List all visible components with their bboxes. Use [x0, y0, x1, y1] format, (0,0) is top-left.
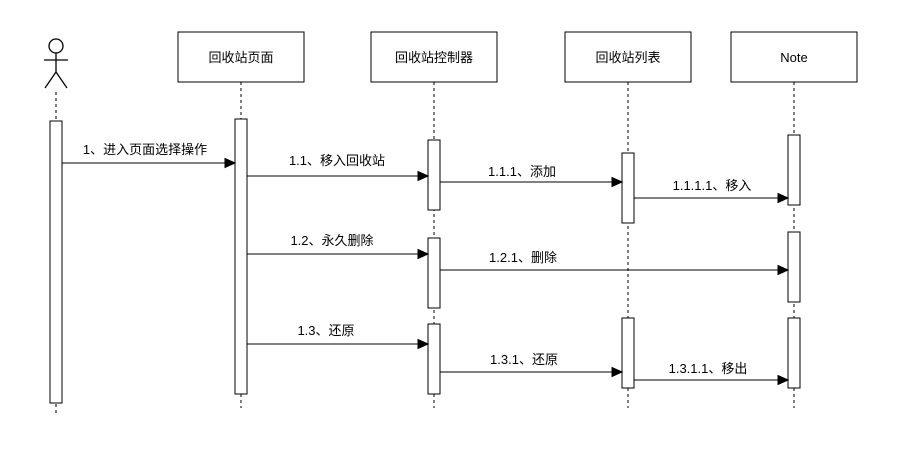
- message-1: 1、进入页面选择操作: [62, 142, 237, 169]
- message-1-1-1-1-label: 1.1.1.1、移入: [673, 178, 752, 193]
- message-1-2: 1.2、永久删除: [247, 233, 430, 260]
- message-1-1: 1.1、移入回收站: [247, 153, 430, 182]
- activation-controller-2: [427, 237, 441, 309]
- activation-actor: [49, 120, 63, 404]
- message-1-2-1: 1.2.1、删除: [440, 250, 790, 276]
- message-1-1-1-label: 1.1.1、添加: [488, 164, 556, 179]
- participant-controller: 回收站控制器: [370, 31, 498, 83]
- message-1-label: 1、进入页面选择操作: [83, 142, 207, 157]
- activation-page: [234, 118, 248, 395]
- participant-page: 回收站页面: [177, 31, 305, 83]
- activation-controller-1: [427, 139, 441, 211]
- message-1-2-label: 1.2、永久删除: [290, 233, 373, 248]
- participant-list-label: 回收站列表: [595, 50, 660, 65]
- message-1-1-label: 1.1、移入回收站: [289, 153, 385, 168]
- message-1-1-1-1: 1.1.1.1、移入: [634, 178, 790, 204]
- message-1-3-label: 1.3、还原: [297, 323, 354, 338]
- message-1-3-1: 1.3.1、还原: [440, 352, 624, 378]
- message-1-2-1-label: 1.2.1、删除: [489, 250, 557, 265]
- message-1-1-1: 1.1.1、添加: [440, 164, 624, 188]
- activation-list-2: [621, 317, 635, 389]
- message-1-3-1-label: 1.3.1、还原: [490, 352, 558, 367]
- participant-note: Note: [730, 31, 858, 83]
- message-1-3-1-1: 1.3.1.1、移出: [634, 361, 790, 386]
- activation-list-1: [621, 152, 635, 224]
- activation-note-3: [787, 317, 801, 389]
- message-1-3-1-1-label: 1.3.1.1、移出: [669, 361, 748, 376]
- activation-controller-3: [427, 323, 441, 395]
- participant-note-label: Note: [780, 50, 807, 65]
- activation-note-1: [787, 134, 801, 206]
- stick-figure-actor-icon: [44, 38, 68, 89]
- participant-controller-label: 回收站控制器: [395, 50, 473, 65]
- participant-list: 回收站列表: [564, 31, 692, 83]
- activation-note-2: [787, 231, 801, 303]
- participant-page-label: 回收站页面: [208, 50, 273, 65]
- message-1-3: 1.3、还原: [247, 323, 430, 350]
